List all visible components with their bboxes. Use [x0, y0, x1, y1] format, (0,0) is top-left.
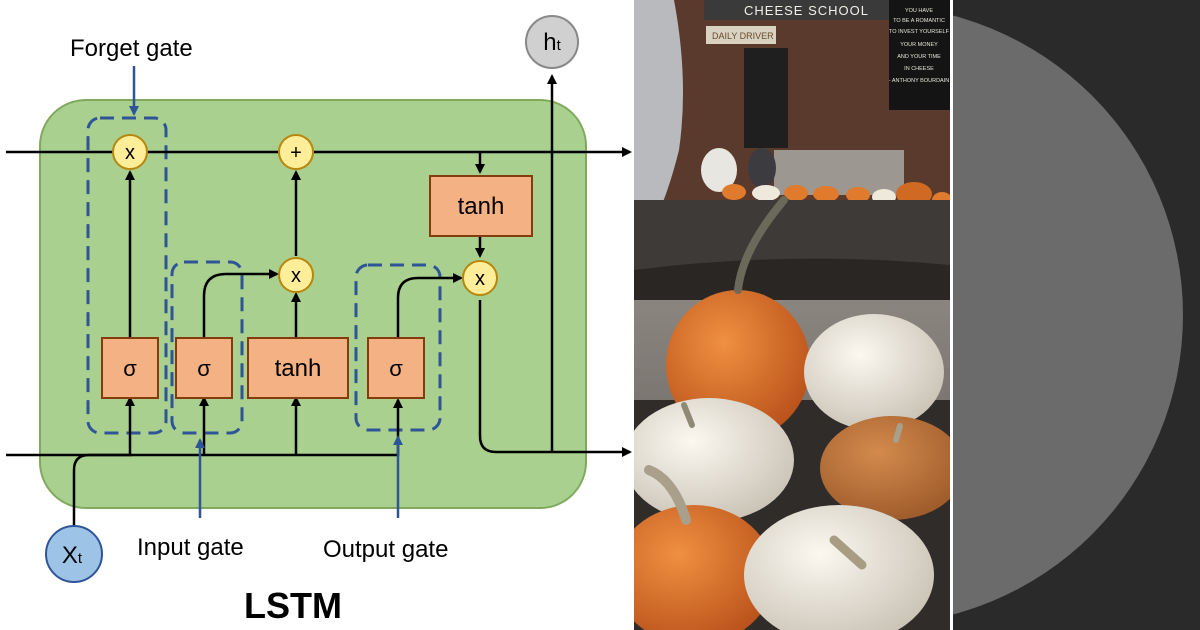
forget-gate-outline — [86, 116, 168, 435]
forget-gate-label: Forget gate — [70, 35, 193, 62]
white-pumpkin-right — [804, 314, 944, 430]
person-seated — [701, 148, 737, 192]
brand-sign — [706, 26, 776, 44]
shop-window — [889, 0, 950, 110]
ledge-pumpkin — [722, 184, 746, 200]
forget-sigma-symbol: σ — [123, 356, 137, 381]
input-sigma-symbol: σ — [197, 356, 211, 381]
output-multiply-op — [462, 260, 498, 296]
ht-state-label: ht — [543, 29, 561, 56]
shop-awning — [704, 0, 950, 20]
candidate-tanh-text: tanh — [275, 355, 322, 382]
pumpkin-photo: CHEESE SCHOOL DAILY DRIVER YOU HAVE TO B… — [634, 0, 950, 630]
quote-line-3: TO INVEST YOURSELF — [889, 29, 950, 35]
xt-sub: t — [78, 550, 83, 567]
quote-line-4: YOUR MONEY — [900, 42, 938, 48]
white-pumpkin-stem — [681, 402, 695, 428]
output-sigma-output — [396, 273, 463, 338]
input-gate-label: Input gate — [137, 534, 244, 561]
ledge-pumpkin — [846, 187, 870, 203]
output-gate-label: Output gate — [323, 536, 448, 563]
ht-base: h — [543, 29, 556, 56]
tan-pumpkin-stem — [893, 423, 903, 443]
ledge-pumpkin — [784, 185, 808, 201]
gray-disc-graphic — [953, 0, 1200, 630]
output-tanh-text: tanh — [458, 193, 505, 220]
output-multiply-symbol: x — [475, 268, 485, 290]
quote-line-5: AND YOUR TIME — [897, 54, 941, 60]
xt-state-label: Xt — [62, 542, 83, 569]
output-sigma-symbol: σ — [389, 356, 403, 381]
person-masked — [748, 148, 776, 188]
lstm-title: LSTM — [244, 585, 342, 626]
quote-line-7: - ANTHONY BOURDAIN — [889, 78, 949, 84]
shop-door — [744, 48, 788, 148]
bottom-pumpkin-stem — [644, 465, 691, 525]
white-pumpkin-bottom — [744, 505, 934, 630]
shop-sign-text: CHEESE SCHOOL — [744, 3, 869, 18]
xt-feed-line — [72, 453, 132, 530]
output-sigma-layer — [367, 337, 425, 399]
ht-sub: t — [557, 37, 562, 54]
xt-base: X — [62, 542, 78, 569]
gray-half-disc — [953, 15, 1183, 615]
fountain-spray — [634, 0, 683, 240]
input-sigma-output — [202, 269, 279, 338]
cell-add-op — [278, 134, 314, 170]
hidden-state-output-line — [478, 300, 632, 457]
output-tanh-layer — [429, 175, 533, 237]
forget-sigma-layer — [101, 337, 159, 399]
quote-line-2: TO BE A ROMANTIC — [893, 18, 945, 24]
cell-add-symbol: + — [290, 142, 302, 164]
forget-multiply-symbol: x — [125, 142, 135, 164]
pumpkin-photo-panel: CHEESE SCHOOL DAILY DRIVER YOU HAVE TO B… — [634, 0, 950, 630]
input-gate-outline — [170, 260, 244, 435]
input-multiply-symbol: x — [291, 265, 301, 287]
ledge-pumpkin — [752, 185, 780, 201]
brand-sign-text: DAILY DRIVER — [712, 31, 774, 41]
pumpkin-stem — [734, 196, 788, 294]
window-quote: YOU HAVE TO BE A ROMANTIC TO INVEST YOUR… — [889, 8, 950, 84]
candidate-tanh-layer — [247, 337, 349, 399]
xt-state-node — [45, 525, 103, 583]
quote-line-6: IN CHEESE — [904, 66, 934, 72]
lstm-diagram-panel: x + x x σ σ tanh σ tanh ht Xt Forget gat… — [6, 15, 632, 626]
dark-disc-panel — [953, 0, 1200, 630]
white-bottom-stem — [829, 535, 867, 570]
quote-line-1: YOU HAVE — [905, 8, 933, 14]
input-multiply-op — [278, 257, 314, 293]
bottom-orange-pumpkin — [634, 505, 774, 630]
lstm-diagram: x + x x σ σ tanh σ tanh ht Xt Forget gat… — [6, 15, 632, 626]
ht-state-node — [525, 15, 579, 69]
forget-multiply-op — [112, 134, 148, 170]
ledge-pumpkin — [813, 186, 839, 202]
tan-pumpkin — [820, 416, 950, 520]
input-sigma-layer — [175, 337, 233, 399]
panel-divider — [950, 0, 953, 630]
